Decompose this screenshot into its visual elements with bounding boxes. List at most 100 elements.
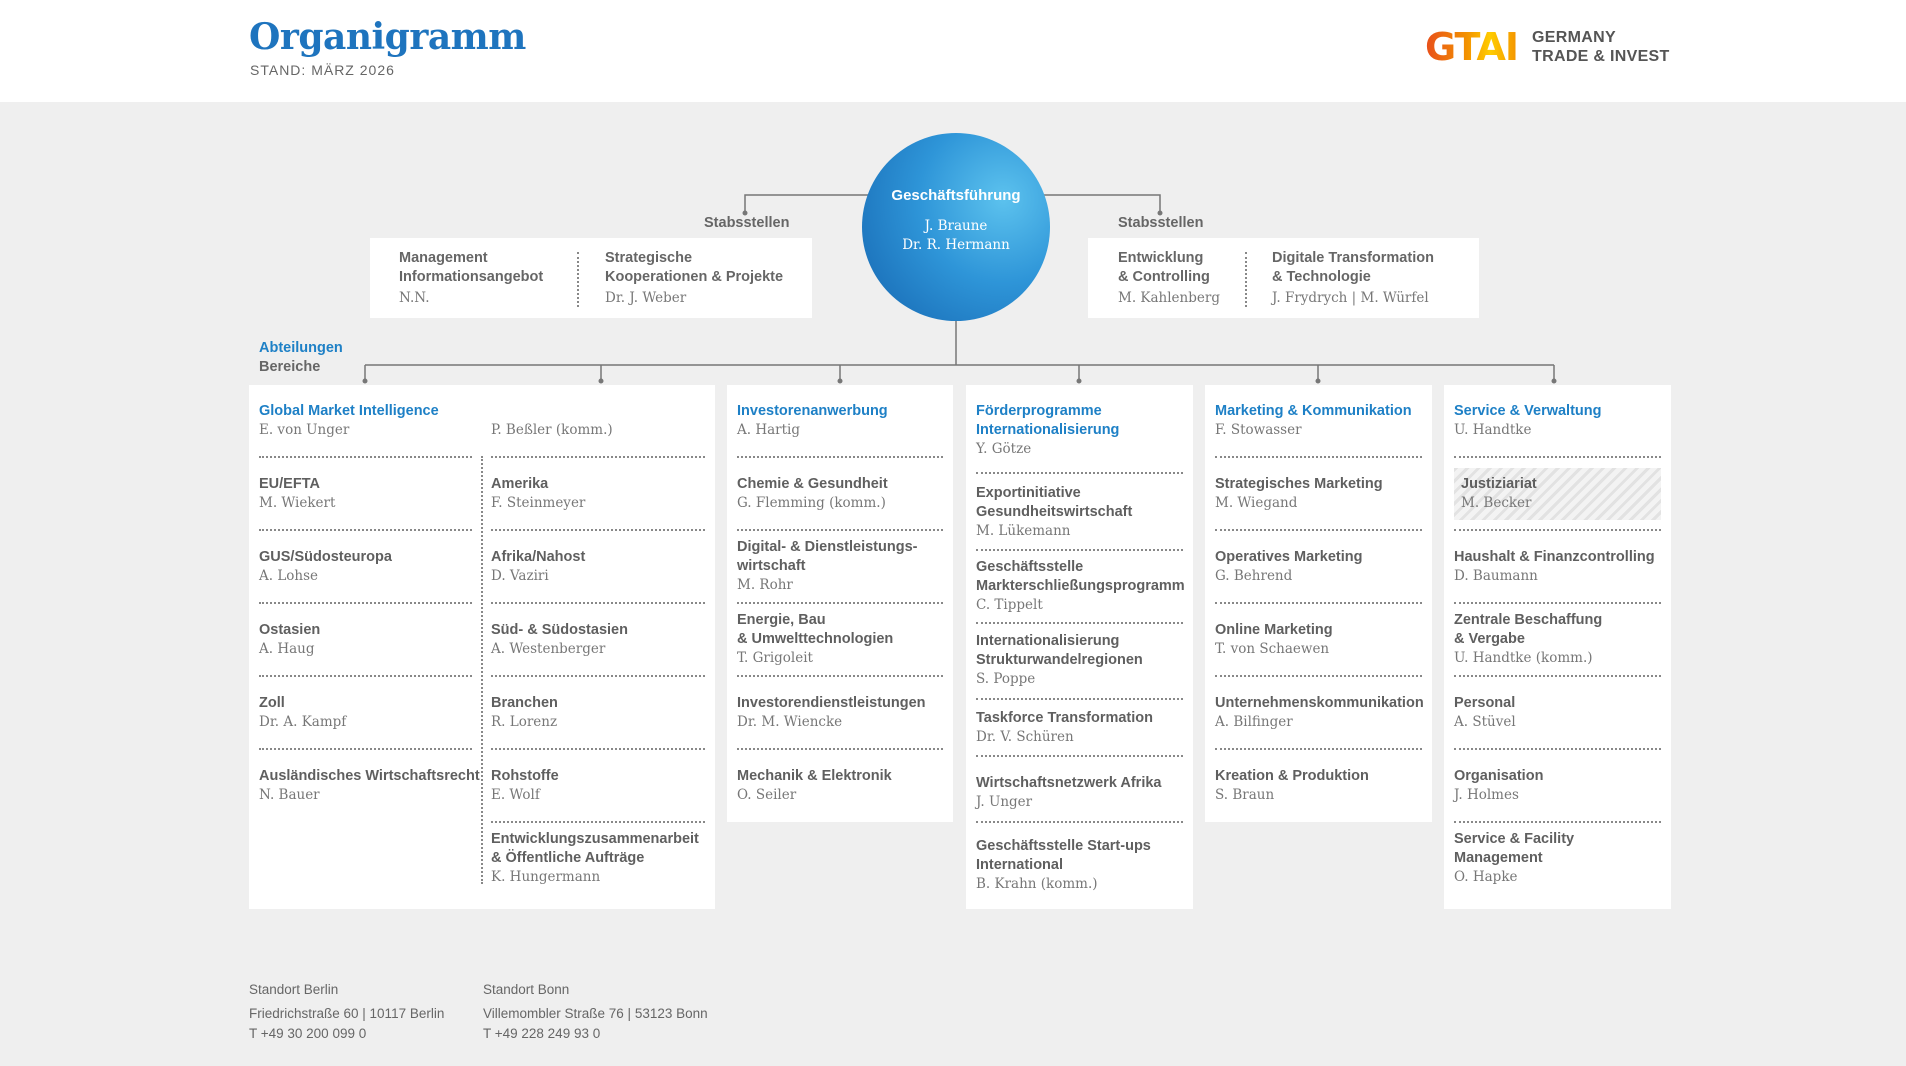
unit-title: Service & Facility bbox=[1454, 831, 1575, 847]
department-column-investors: Investorenanwerbung A. Hartig Chemie & G… bbox=[727, 385, 953, 822]
unit-title: Taskforce Transformation bbox=[976, 710, 1154, 726]
dotted-divider bbox=[259, 602, 472, 604]
unit-title: Strukturwandelregionen bbox=[976, 652, 1143, 668]
logo-mark: GTAI bbox=[1425, 25, 1519, 69]
footer-phone: T +49 228 249 93 0 bbox=[483, 1026, 601, 1041]
unit-title: Unternehmenskommunikation bbox=[1215, 695, 1424, 711]
unit-lead: D. Baumann bbox=[1454, 568, 1538, 584]
unit-title: Mechanik & Elektronik bbox=[737, 768, 892, 784]
logo-line-2: TRADE & INVEST bbox=[1532, 48, 1670, 65]
unit-lead: F. Steinmeyer bbox=[491, 495, 586, 511]
unit-lead: J. Holmes bbox=[1454, 787, 1519, 803]
header: Organigramm STAND: MÄRZ 2026 GTAI GERMAN… bbox=[0, 0, 1906, 102]
unit-lead: E. Wolf bbox=[491, 787, 540, 803]
unit-title: Organisation bbox=[1454, 768, 1544, 784]
unit-title: Investorendienstleistungen bbox=[737, 695, 926, 711]
unit-lead: O. Seiler bbox=[737, 787, 797, 803]
staff-unit: Management Informationsangebot N.N. bbox=[399, 249, 543, 306]
dotted-divider bbox=[976, 622, 1183, 624]
leadership-circle: Geschäftsführung J. Braune Dr. R. Herman… bbox=[862, 133, 1050, 321]
leadership-title: Geschäftsführung bbox=[891, 187, 1021, 204]
dotted-divider bbox=[491, 675, 705, 677]
department-lead: F. Stowasser bbox=[1215, 422, 1302, 438]
dotted-divider bbox=[976, 472, 1183, 474]
department-lead: E. von Unger bbox=[259, 422, 350, 438]
unit-lead: D. Vaziri bbox=[491, 568, 549, 584]
unit: Ostasien A. Haug bbox=[259, 621, 320, 659]
unit-title: & Umwelttechnologien bbox=[737, 631, 894, 647]
department-column-marketing: Marketing & Kommunikation F. Stowasser S… bbox=[1205, 385, 1432, 822]
unit-lead: O. Hapke bbox=[1454, 869, 1518, 885]
unit-lead: K. Hungermann bbox=[491, 869, 601, 885]
dotted-divider bbox=[1215, 602, 1422, 604]
unit-title: Ostasien bbox=[259, 622, 321, 638]
unit-lead: Dr. A. Kampf bbox=[259, 714, 347, 730]
unit-lead: A. Haug bbox=[259, 641, 315, 657]
unit-title: Zoll bbox=[259, 695, 285, 711]
dotted-divider bbox=[1215, 456, 1422, 458]
dotted-divider bbox=[259, 748, 472, 750]
unit: Unternehmenskommunikation A. Bilfinger bbox=[1215, 694, 1424, 732]
unit-title: Energie, Bau bbox=[737, 612, 826, 628]
department-title: Investorenanwerbung bbox=[737, 403, 888, 419]
unit-title: Operatives Marketing bbox=[1215, 549, 1363, 565]
departments-label: Abteilungen Bereiche bbox=[259, 339, 343, 377]
dotted-divider bbox=[491, 602, 705, 604]
dotted-divider bbox=[259, 529, 472, 531]
unit-lead: M. Lükemann bbox=[976, 523, 1071, 539]
unit-lead: B. Krahn (komm.) bbox=[976, 876, 1098, 892]
unit-lead: A. Stüvel bbox=[1454, 714, 1516, 730]
staff-unit: Strategische Kooperationen & Projekte Dr… bbox=[605, 249, 783, 306]
staff-unit-name: M. Kahlenberg bbox=[1118, 290, 1220, 306]
dotted-divider bbox=[1215, 675, 1422, 677]
dotted-divider bbox=[491, 529, 705, 531]
dotted-divider bbox=[259, 675, 472, 677]
unit-lead: J. Unger bbox=[976, 794, 1033, 810]
department-co-lead: P. Beßler (komm.) bbox=[491, 421, 613, 440]
dotted-divider bbox=[737, 675, 943, 677]
staff-unit-title: Informationsangebot bbox=[399, 269, 544, 285]
staff-unit-title: & Technologie bbox=[1272, 269, 1371, 285]
staff-box-right: Entwicklung & Controlling M. Kahlenberg … bbox=[1088, 238, 1479, 318]
unit-lead: M. Wiekert bbox=[259, 495, 336, 511]
footer-bonn: Standort Bonn Villemombler Straße 76 | 5… bbox=[483, 980, 708, 1044]
departments-label-line: Bereiche bbox=[259, 359, 321, 375]
department-title: Förderprogramme bbox=[976, 403, 1102, 419]
unit-title: International bbox=[976, 857, 1064, 873]
dotted-divider bbox=[1454, 675, 1661, 677]
dotted-divider bbox=[976, 698, 1183, 700]
staff-unit-title: Strategische bbox=[605, 250, 693, 266]
unit-title: Personal bbox=[1454, 695, 1516, 711]
unit-title: GUS/Südosteuropa bbox=[259, 549, 392, 565]
unit-title: Justiziariat bbox=[1461, 476, 1537, 492]
unit-title: Strategisches Marketing bbox=[1215, 476, 1383, 492]
unit-lead: C. Tippelt bbox=[976, 597, 1043, 613]
dotted-divider bbox=[976, 821, 1183, 823]
staff-unit-title: Digitale Transformation bbox=[1272, 250, 1434, 266]
unit-lead: T. Grigoleit bbox=[737, 650, 813, 666]
staff-box-left: Management Informationsangebot N.N. Stra… bbox=[370, 238, 812, 318]
unit-lead: T. von Schaewen bbox=[1215, 641, 1330, 657]
gtai-logo: GTAI GERMANY TRADE & INVEST bbox=[1425, 28, 1670, 66]
department-column-gmi: Global Market Intelligence E. von Unger … bbox=[249, 385, 715, 909]
unit-lead: Dr. M. Wiencke bbox=[737, 714, 843, 730]
dotted-divider bbox=[259, 456, 472, 458]
unit-title: Haushalt & Finanzcontrolling bbox=[1454, 549, 1655, 565]
unit-lead: A. Bilfinger bbox=[1215, 714, 1293, 730]
department-title: Global Market Intelligence bbox=[259, 403, 439, 419]
unit-title: Süd- & Südostasien bbox=[491, 622, 628, 638]
dotted-divider bbox=[1454, 821, 1661, 823]
unit-title: Management bbox=[1454, 850, 1543, 866]
